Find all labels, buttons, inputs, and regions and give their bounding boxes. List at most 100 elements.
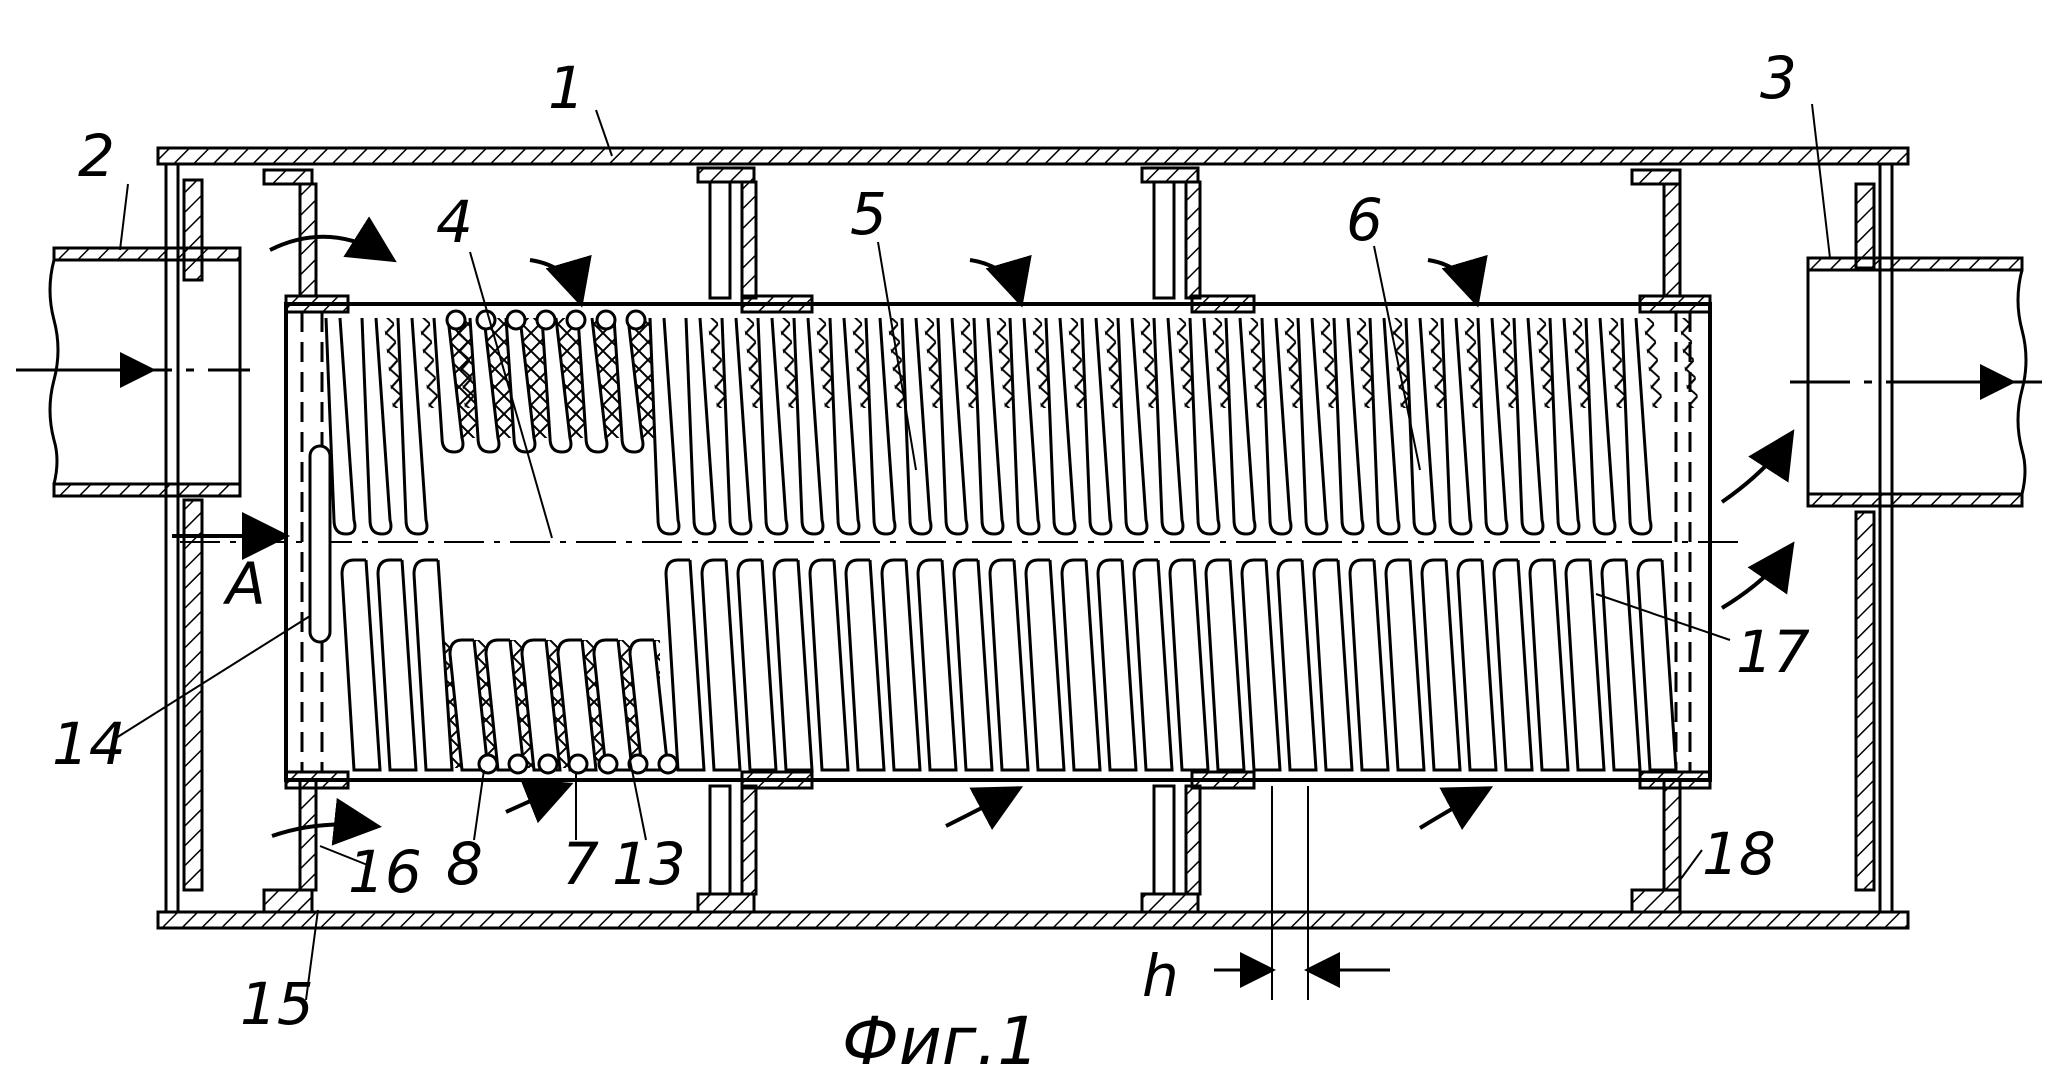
rib-slot-upper — [1082, 318, 1111, 534]
rib-slot-lower — [378, 560, 416, 770]
flow-arrow-icon — [970, 260, 1020, 300]
label-8: 8 — [446, 830, 483, 898]
pellet-icon — [627, 311, 645, 329]
rib-slot-lower — [1602, 560, 1640, 770]
rib-slot-upper — [866, 318, 895, 534]
partition-bottom-flange — [698, 894, 754, 912]
partition-bottom-flange — [1142, 894, 1198, 912]
flow-arrow-icon — [272, 824, 374, 836]
label-section-5: 5 — [850, 180, 887, 248]
rib-slot-lower — [1530, 560, 1568, 770]
partition-top-web — [742, 182, 756, 298]
inlet-pipe — [50, 248, 240, 496]
label-mesh-13: 13 — [612, 830, 686, 898]
rib-slot-lower — [954, 560, 992, 770]
rib-slot-lower — [882, 560, 920, 770]
label-end-wall-14: 14 — [52, 710, 126, 778]
housing-walls — [158, 148, 1908, 928]
label-inlet-pipe: 2 — [78, 122, 115, 190]
rib-slot-lower — [1422, 560, 1460, 770]
rib-slot-lower — [774, 560, 812, 770]
pellet-icon — [539, 755, 557, 773]
label-partition-15: 15 — [240, 970, 314, 1038]
rib-slot-upper — [1550, 318, 1579, 534]
leader-line — [120, 184, 128, 250]
label-pellets-7: 7 — [562, 830, 599, 898]
rib-slot-upper — [1334, 318, 1363, 534]
rib-slot-lower — [1278, 560, 1316, 770]
flow-arrow-icon — [946, 790, 1016, 826]
rib-slot-lower — [1566, 560, 1604, 770]
flow-arrow-icon — [506, 786, 566, 812]
rib-slot-lower — [990, 560, 1028, 770]
rib-slot-lower — [1170, 560, 1208, 770]
rib-slot-upper — [902, 318, 931, 534]
rib-slot-lower — [1206, 560, 1244, 770]
flow-arrow-icon — [530, 260, 580, 300]
label-partition-16: 16 — [348, 838, 422, 906]
rib-slot-upper — [758, 318, 787, 534]
pellet-icon — [597, 311, 615, 329]
pellet-icon — [479, 755, 497, 773]
rib-slot-upper — [362, 318, 391, 534]
rib-slot-lower — [1458, 560, 1496, 770]
label-housing: 1 — [548, 54, 585, 122]
ring-cap-bottom — [1640, 772, 1710, 788]
rib-slot-upper — [1586, 318, 1615, 534]
rib-slot-upper — [1118, 318, 1147, 534]
rib-slot-upper — [1154, 318, 1183, 534]
rib-slot-lower — [1242, 560, 1280, 770]
figure-caption: Фиг.1 — [842, 1003, 1039, 1080]
flow-arrow-icon — [1428, 260, 1476, 300]
left-dashed-end — [302, 312, 330, 772]
rib-slot-lower — [1062, 560, 1100, 770]
leader-line — [1680, 850, 1702, 880]
rib-slot-lower — [1638, 560, 1676, 770]
ring-cap-bottom — [1192, 772, 1254, 788]
rib-slot-upper — [974, 318, 1003, 534]
rib-slot-lower — [1494, 560, 1532, 770]
gap-dimension — [1214, 786, 1390, 1000]
partition-bottom-web — [742, 786, 756, 894]
label-section-4: 4 — [436, 188, 473, 256]
rib-slot-upper — [830, 318, 859, 534]
rib-slot-lower — [342, 560, 380, 770]
flow-arrow-icon — [1722, 436, 1790, 502]
rib-slot-upper — [722, 318, 751, 534]
label-outlet-pipe: 3 — [1760, 44, 1797, 112]
partition-bottom-inner — [710, 786, 730, 894]
ring-cap-top — [1640, 296, 1710, 312]
label-center-17: 17 — [1736, 618, 1810, 686]
rib-slot-upper — [398, 318, 427, 534]
intermediate-partitions — [698, 168, 1200, 912]
rib-slot-lower — [1386, 560, 1424, 770]
pellet-icon — [509, 755, 527, 773]
rib-slot-upper — [1046, 318, 1075, 534]
pellet-icon — [447, 311, 465, 329]
rib-slot-lower — [666, 560, 704, 770]
rib-slot-lower — [1134, 560, 1172, 770]
rib-slot-lower — [738, 560, 776, 770]
pellet-icon — [659, 755, 677, 773]
rib-slot-upper — [1442, 318, 1471, 534]
label-section-6: 6 — [1346, 186, 1383, 254]
partition-top-flange — [1142, 168, 1198, 182]
ring-cap-top — [1192, 296, 1254, 312]
rib-slot-lower — [810, 560, 848, 770]
rib-slot-lower — [846, 560, 884, 770]
mesh-strip — [1643, 318, 1662, 408]
ring-cap-bottom — [742, 772, 812, 788]
partition-top-flange — [698, 168, 754, 182]
rib-slot-upper — [686, 318, 715, 534]
rib-slot-upper — [1190, 318, 1219, 534]
rib-slot-upper — [1262, 318, 1291, 534]
rib-slot-lower — [1350, 560, 1388, 770]
label-view-a: A — [222, 550, 266, 618]
rib-slot-upper — [1478, 318, 1507, 534]
ring-cap-bottom — [286, 772, 348, 788]
pellet-icon — [599, 755, 617, 773]
flow-arrow-icon — [270, 237, 390, 258]
flow-arrow-icon — [1722, 548, 1790, 608]
